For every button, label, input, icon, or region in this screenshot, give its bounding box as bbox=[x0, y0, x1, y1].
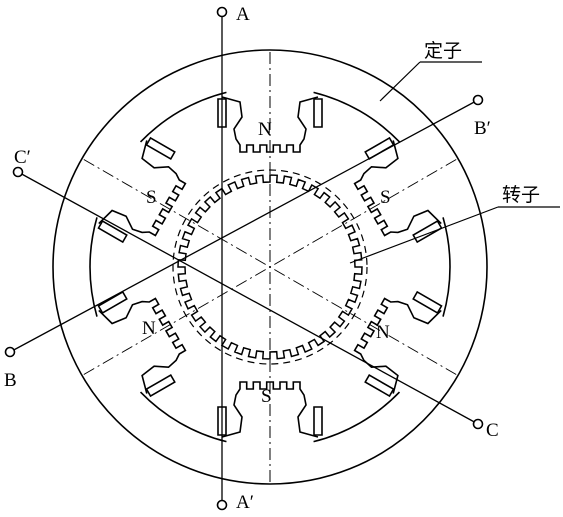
phase-axis-line bbox=[17, 171, 479, 425]
stator-coil-left bbox=[97, 220, 128, 244]
stator-coil-right bbox=[412, 220, 443, 244]
label-a-prime: A′ bbox=[236, 492, 254, 513]
rotor bbox=[177, 174, 363, 360]
terminal-b bbox=[4, 346, 16, 358]
stator-yoke-arc bbox=[442, 217, 451, 317]
phase-axis-line bbox=[9, 99, 479, 353]
stator-coil-right bbox=[217, 406, 227, 436]
pole-label-upper-right: S bbox=[380, 187, 391, 208]
stator-coil-right bbox=[364, 374, 395, 398]
rotor-leader-line bbox=[349, 206, 499, 264]
rotor-label: 转子 bbox=[502, 184, 540, 206]
pole-label-bottom: S bbox=[261, 386, 272, 407]
stator-coil-left bbox=[217, 98, 227, 128]
terminal-a bbox=[216, 6, 228, 18]
stator-coil-left bbox=[145, 374, 176, 398]
stator-yoke-arc bbox=[89, 217, 98, 317]
label-b: B bbox=[4, 370, 17, 391]
center-lines bbox=[83, 52, 457, 482]
terminal-b-prime bbox=[472, 94, 484, 106]
stator-leader-line bbox=[379, 61, 421, 102]
phase-axes bbox=[4, 6, 484, 511]
stator-yoke-arc bbox=[139, 391, 227, 443]
stator-outer-circle bbox=[52, 49, 488, 485]
terminal-c-prime bbox=[12, 166, 24, 178]
label-c: C bbox=[486, 420, 499, 441]
stator-yoke-arc bbox=[139, 91, 227, 143]
pole-label-lower-left: N bbox=[142, 318, 156, 339]
stator-label: 定子 bbox=[424, 40, 462, 62]
stator-yoke-arc bbox=[313, 391, 401, 443]
stator-coil-left bbox=[412, 290, 443, 314]
stator-yoke-arc bbox=[313, 91, 401, 143]
pole-label-top: N bbox=[258, 119, 272, 140]
stator-coil-left bbox=[313, 406, 323, 436]
label-b-prime: B′ bbox=[474, 118, 491, 139]
pole-label-upper-left: S bbox=[146, 187, 157, 208]
label-c-prime: C′ bbox=[14, 147, 31, 168]
rotor-toothed-outline bbox=[177, 174, 363, 360]
terminal-a-prime bbox=[216, 499, 228, 511]
center-line-diagonal bbox=[83, 159, 457, 375]
label-a: A bbox=[236, 4, 250, 25]
pole-label-lower-right: N bbox=[376, 322, 390, 343]
stator-coil-right bbox=[145, 136, 176, 160]
terminal-c bbox=[472, 418, 484, 430]
stator-coil-right bbox=[313, 98, 323, 128]
